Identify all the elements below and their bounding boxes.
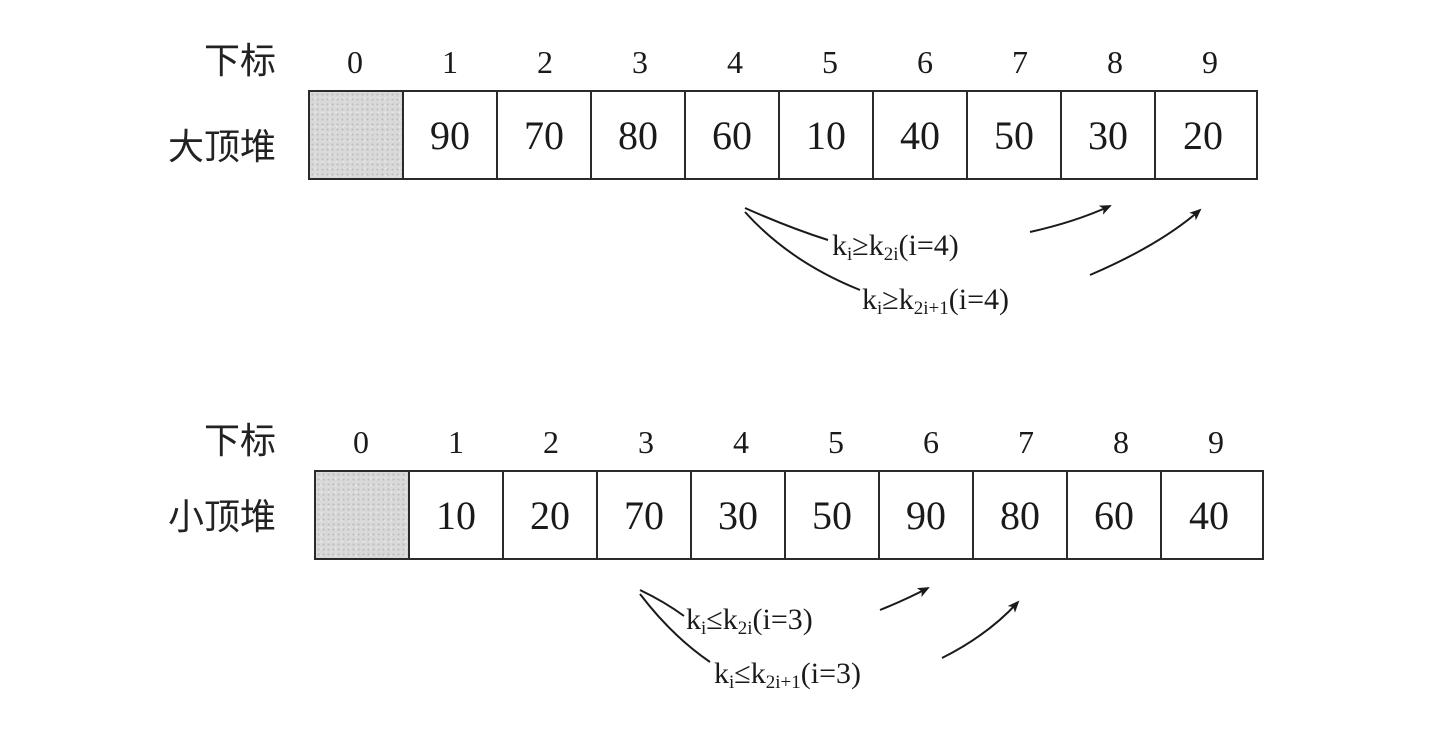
rel-op: ≥ — [882, 283, 899, 316]
relation-2i1: ki≥k2i+1(i=4) — [862, 282, 1009, 327]
array-cell-1: 10 — [410, 472, 504, 558]
rel-sub-i: i — [729, 672, 735, 693]
index-3: 3 — [638, 424, 654, 460]
array-cell-7: 80 — [974, 472, 1068, 558]
arrow-to-2i-head — [1029, 205, 1112, 233]
rel-k: k — [832, 229, 847, 262]
array-cell-2: 20 — [504, 472, 598, 558]
index-5: 5 — [828, 424, 844, 460]
rel-op: ≥ — [852, 229, 869, 262]
index-6: 6 — [917, 44, 933, 80]
index-8: 8 — [1113, 424, 1129, 460]
rel-sub-2i: 2i — [883, 244, 899, 265]
rel-k2: k — [868, 229, 884, 262]
rel-cond: (i=3) — [752, 603, 813, 636]
max-heap-diagram: 下标 大顶堆 0 1 2 3 4 5 6 7 8 9 90 70 80 60 1… — [0, 0, 1430, 319]
rel-sub-2i: 2i — [737, 618, 753, 639]
index-row-label: 下标 — [203, 41, 276, 82]
rel-op: ≤ — [734, 657, 751, 690]
array-cell-8: 30 — [1062, 92, 1156, 178]
rel-sub-2i1: 2i+1 — [765, 672, 801, 693]
rel-cond: (i=3) — [800, 657, 861, 690]
arrow-to-2i1-head — [1089, 208, 1202, 276]
array-cell-4: 30 — [692, 472, 786, 558]
array-cell-2: 70 — [498, 92, 592, 178]
arrow-to-2i1-head — [941, 600, 1020, 659]
rel-sub-i: i — [877, 298, 883, 319]
arrow-to-2i-head — [879, 587, 930, 611]
index-2: 2 — [543, 424, 559, 460]
index-7: 7 — [1012, 44, 1028, 80]
rel-k2: k — [750, 657, 766, 690]
array-cell-1: 90 — [404, 92, 498, 178]
array-cell-6: 40 — [874, 92, 968, 178]
index-1: 1 — [448, 424, 464, 460]
rel-k2: k — [722, 603, 738, 636]
array-cell-5: 10 — [780, 92, 874, 178]
index-0: 0 — [353, 424, 369, 460]
rel-cond: (i=4) — [898, 229, 959, 262]
heap-name-label: 小顶堆 — [167, 497, 276, 538]
array-cell-0-empty — [310, 92, 404, 178]
min-heap-diagram: 下标 小顶堆 0 1 2 3 4 5 6 7 8 9 10 20 70 30 5… — [0, 380, 1430, 693]
arrow-to-2i1 — [744, 211, 861, 291]
index-row: 0 1 2 3 4 5 6 7 8 9 — [314, 422, 1264, 462]
rel-k: k — [862, 283, 877, 316]
index-row-label: 下标 — [203, 421, 276, 462]
heap-name-label: 大顶堆 — [167, 127, 276, 168]
relation-2i: ki≥k2i(i=4) — [832, 228, 959, 273]
heap-array: 90 70 80 60 10 40 50 30 20 — [308, 90, 1258, 180]
rel-k2: k — [898, 283, 914, 316]
arrow-to-2i1 — [639, 593, 711, 663]
index-3: 3 — [632, 44, 648, 80]
index-7: 7 — [1018, 424, 1034, 460]
rel-sub-i: i — [847, 244, 853, 265]
index-0: 0 — [347, 44, 363, 80]
arrow-to-2i — [639, 589, 685, 617]
index-4: 4 — [727, 44, 743, 80]
index-2: 2 — [537, 44, 553, 80]
array-cell-0-empty — [316, 472, 410, 558]
index-8: 8 — [1107, 44, 1123, 80]
array-cell-6: 90 — [880, 472, 974, 558]
index-9: 9 — [1202, 44, 1218, 80]
index-9: 9 — [1208, 424, 1224, 460]
rel-k: k — [686, 603, 701, 636]
index-row: 0 1 2 3 4 5 6 7 8 9 — [308, 42, 1258, 82]
rel-cond: (i=4) — [948, 283, 1009, 316]
relation-2i1: ki≤k2i+1(i=3) — [714, 656, 861, 701]
relation-arrows — [744, 205, 1202, 291]
rel-k: k — [714, 657, 729, 690]
array-cell-3: 70 — [598, 472, 692, 558]
array-cell-4: 60 — [686, 92, 780, 178]
index-5: 5 — [822, 44, 838, 80]
array-cell-8: 60 — [1068, 472, 1162, 558]
index-1: 1 — [442, 44, 458, 80]
rel-op: ≤ — [706, 603, 723, 636]
array-cell-3: 80 — [592, 92, 686, 178]
array-cell-5: 50 — [786, 472, 880, 558]
rel-sub-i: i — [701, 618, 707, 639]
index-6: 6 — [923, 424, 939, 460]
relation-2i: ki≤k2i(i=3) — [686, 602, 813, 647]
rel-sub-2i1: 2i+1 — [913, 298, 949, 319]
relation-arrows — [639, 587, 1020, 663]
array-cell-9: 20 — [1183, 112, 1223, 158]
heap-array: 10 20 70 30 50 90 80 60 40 — [314, 470, 1264, 560]
array-cell-7: 50 — [968, 92, 1062, 178]
index-4: 4 — [733, 424, 749, 460]
array-cell-9: 40 — [1189, 492, 1229, 538]
arrow-to-2i — [744, 207, 829, 241]
